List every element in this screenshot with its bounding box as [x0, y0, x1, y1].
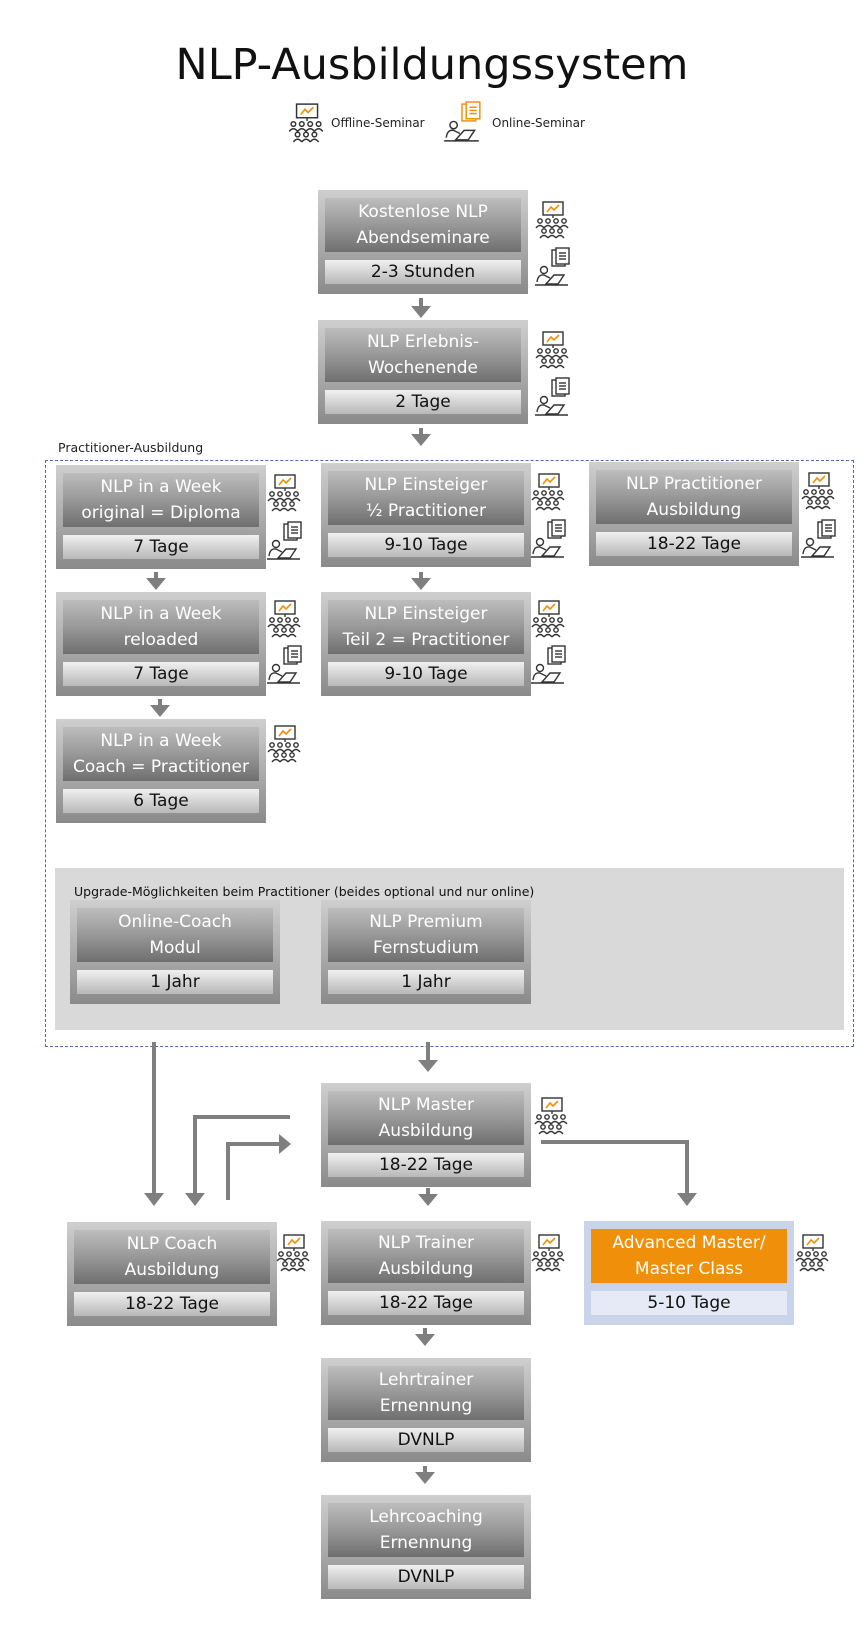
node-title-line2: Teil 2 = Practitioner	[342, 630, 510, 650]
node-title-line2: Ernennung	[379, 1533, 473, 1553]
node-duration: 6 Tage	[63, 789, 259, 813]
offline-seminar-icon	[533, 1096, 569, 1136]
online-seminar-icon	[443, 101, 481, 144]
node-duration: 7 Tage	[63, 662, 259, 686]
node-title-line1: Lehrcoaching	[369, 1507, 483, 1527]
online-seminar-icon	[530, 645, 566, 686]
node-duration: 18-22 Tage	[74, 1292, 270, 1316]
node-title-line2: Ausbildung	[646, 500, 742, 520]
offline-seminar-icon	[266, 724, 302, 764]
node-duration: 1 Jahr	[328, 970, 524, 994]
node-title-line2: Ernennung	[379, 1396, 473, 1416]
node-title-line1: NLP Erlebnis-	[366, 332, 480, 352]
node-title-line2: Wochenende	[367, 358, 479, 378]
node-duration: 1 Jahr	[77, 970, 273, 994]
node-title-line2: Master Class	[634, 1259, 744, 1279]
offline-seminar-icon	[287, 102, 325, 144]
node-title-line1: Online-Coach	[118, 912, 232, 932]
offline-seminar-icon	[530, 1233, 566, 1273]
arrow-master-advanced	[541, 1140, 689, 1195]
practitioner-group-label: Practitioner-Ausbildung	[58, 440, 204, 455]
node-title-line2: Ausbildung	[124, 1260, 220, 1280]
offline-seminar-icon	[534, 200, 570, 240]
node-week-reloaded[interactable]: NLP in a Week reloaded 7 Tage	[56, 592, 266, 696]
node-title-line1: NLP Master	[378, 1095, 474, 1115]
node-duration: 18-22 Tage	[328, 1153, 524, 1177]
node-duration: 7 Tage	[63, 535, 259, 559]
node-week-original[interactable]: NLP in a Week original = Diploma 7 Tage	[56, 465, 266, 569]
practitioner-group-box	[45, 460, 854, 1047]
node-erlebnis-wochenende[interactable]: NLP Erlebnis- Wochenende 2 Tage	[318, 320, 528, 424]
online-seminar-icon	[534, 377, 570, 418]
node-duration: 5-10 Tage	[591, 1291, 787, 1315]
legend-online-label: Online-Seminar	[492, 116, 585, 130]
online-seminar-icon	[530, 519, 566, 560]
node-title-line2: Abendseminare	[356, 228, 490, 248]
offline-seminar-icon	[794, 1233, 830, 1273]
node-title-line2: Ausbildung	[378, 1259, 474, 1279]
legend-offline-label: Offline-Seminar	[331, 116, 425, 130]
node-title-line2: Ausbildung	[378, 1121, 474, 1141]
offline-seminar-icon	[275, 1233, 311, 1273]
node-title-line2: Fernstudium	[373, 938, 479, 958]
node-duration: 9-10 Tage	[328, 533, 524, 557]
offline-seminar-icon	[266, 473, 302, 513]
offline-seminar-icon	[800, 471, 836, 511]
node-title-line1: NLP in a Week	[100, 477, 222, 497]
node-title-line2: original = Diploma	[81, 503, 241, 523]
offline-seminar-icon	[530, 599, 566, 639]
node-title-line1: Advanced Master/	[612, 1233, 766, 1253]
online-seminar-icon	[266, 645, 302, 686]
upgrade-group-label: Upgrade-Möglichkeiten beim Practitioner …	[74, 884, 535, 899]
node-duration: 18-22 Tage	[596, 532, 792, 556]
node-duration: 2-3 Stunden	[325, 260, 521, 284]
arrow-coach-master	[226, 1142, 281, 1200]
node-title-line1: NLP Trainer	[377, 1233, 475, 1253]
online-seminar-icon	[534, 247, 570, 288]
online-seminar-icon	[266, 521, 302, 562]
node-title-line1: NLP Practitioner	[626, 474, 762, 494]
offline-seminar-icon	[534, 330, 570, 370]
offline-seminar-icon	[530, 472, 566, 512]
node-einsteiger-half[interactable]: NLP Einsteiger ½ Practitioner 9-10 Tage	[321, 463, 531, 567]
node-duration: 18-22 Tage	[328, 1291, 524, 1315]
page-title: NLP-Ausbildungssystem	[175, 40, 689, 90]
offline-seminar-icon	[266, 599, 302, 639]
node-duration: DVNLP	[328, 1428, 524, 1452]
node-title-line1: NLP Coach	[126, 1234, 218, 1254]
node-title-line2: Modul	[149, 938, 201, 958]
node-title-line1: Lehrtrainer	[378, 1370, 474, 1390]
node-title-line1: NLP in a Week	[100, 731, 222, 751]
node-title-line1: Kostenlose NLP	[358, 202, 488, 222]
node-title-line2: reloaded	[123, 630, 199, 650]
node-advanced-master[interactable]: Advanced Master/Master Class 5-10 Tage	[584, 1221, 794, 1325]
node-title-line2: ½ Practitioner	[366, 501, 486, 521]
node-title-line1: NLP Einsteiger	[364, 475, 488, 495]
node-title-line1: NLP Einsteiger	[364, 604, 488, 624]
node-duration: 2 Tage	[325, 390, 521, 414]
online-seminar-icon	[800, 519, 836, 560]
node-title-line1: NLP Premium	[369, 912, 483, 932]
node-title-line2: Coach = Practitioner	[73, 757, 249, 777]
node-title-line1: NLP in a Week	[100, 604, 222, 624]
arrow-master-coach	[193, 1115, 290, 1195]
node-kostenlose-abendseminare[interactable]: Kostenlose NLP Abendseminare 2-3 Stunden	[318, 190, 528, 294]
node-duration: DVNLP	[328, 1565, 524, 1589]
node-duration: 9-10 Tage	[328, 662, 524, 686]
